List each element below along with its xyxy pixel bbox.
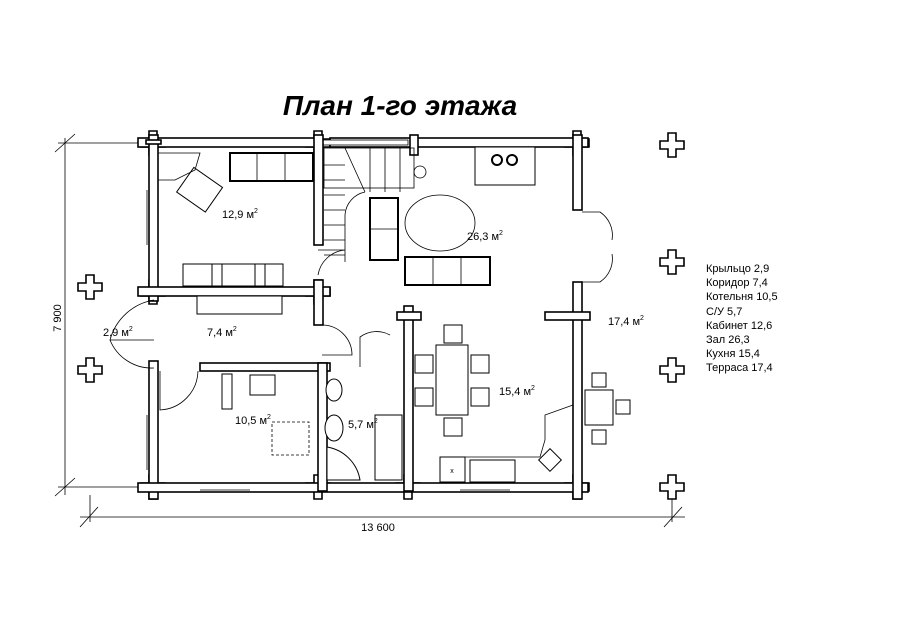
- kitchen-mark: x: [450, 468, 454, 475]
- legend-item: Терраса 17,4: [706, 362, 773, 375]
- desk: [182, 263, 284, 287]
- legend-item: Кабинет 12,6: [706, 319, 773, 332]
- area-office: 12,9 м2: [222, 208, 258, 221]
- walls: [137, 134, 591, 500]
- terrace-table: [584, 389, 614, 426]
- wardrobe: [196, 295, 283, 315]
- furniture: x: [158, 146, 631, 483]
- dimension-width-text: 13 600: [361, 522, 395, 534]
- cross-marker: [659, 132, 685, 158]
- dimension-height-text: 7 900: [52, 304, 64, 332]
- legend-item: Зал 26,3: [706, 334, 750, 347]
- rug: [404, 194, 476, 252]
- area-terrace: 17,4 м2: [608, 315, 644, 328]
- area-boiler: 10,5 м2: [235, 414, 271, 427]
- sink: [324, 414, 344, 442]
- boiler-unit: [271, 421, 310, 456]
- cross-marker: [659, 249, 685, 275]
- boiler: [221, 373, 233, 410]
- legend-item: Кухня 15,4: [706, 348, 760, 361]
- shower: [326, 446, 361, 481]
- legend-item: С/У 5,7: [706, 305, 743, 318]
- cross-marker: [659, 357, 685, 383]
- doors: [109, 211, 613, 411]
- staircase: [323, 147, 427, 262]
- room-legend: Крыльцо 2,9 Коридор 7,4 Котельня 10,5 С/…: [706, 262, 778, 376]
- area-corridor: 7,4 м2: [207, 326, 237, 339]
- legend-item: Коридор 7,4: [706, 277, 768, 290]
- dimension-horizontal: 13 600: [79, 495, 685, 534]
- dimension-vertical: 7 900: [52, 133, 150, 497]
- toilet: [325, 378, 343, 402]
- cross-marker: [659, 474, 685, 500]
- sofa-hall-bottom: [404, 256, 491, 286]
- area-porch: 2,9 м2: [103, 326, 133, 339]
- area-bathroom: 5,7 м2: [348, 418, 378, 431]
- area-hall: 26,3 м2: [467, 230, 503, 243]
- dining-table: [435, 344, 469, 416]
- fireplace: [474, 146, 536, 186]
- bathtub: [374, 414, 403, 481]
- armchair: [175, 166, 224, 213]
- kitchen-appliance: [439, 456, 466, 483]
- sofa-office: [229, 152, 314, 182]
- cross-marker: [77, 274, 103, 300]
- legend-item: Котельня 10,5: [706, 291, 778, 304]
- cross-marker: [77, 357, 103, 383]
- legend-item: Крыльцо 2,9: [706, 263, 770, 275]
- room-labels: 12,9 м2 26,3 м2 7,4 м2 2,9 м2 10,5 м2 5,…: [103, 208, 644, 431]
- area-kitchen: 15,4 м2: [499, 385, 535, 398]
- plan-title: План 1-го этажа: [282, 90, 518, 121]
